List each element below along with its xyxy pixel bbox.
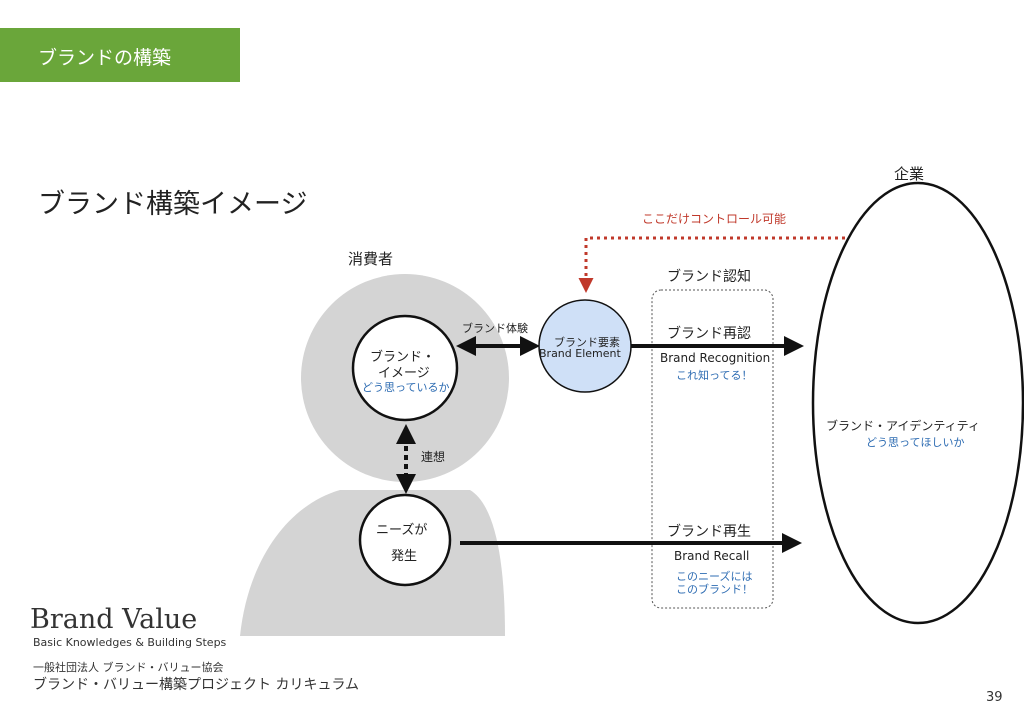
recall-sub-2: このブランド！	[676, 583, 753, 596]
brand-image-label-2: イメージ	[378, 366, 430, 381]
control-note: ここだけコントロール可能	[642, 212, 787, 226]
section-tag: ブランドの構築	[0, 28, 240, 82]
needs-circle	[358, 493, 452, 587]
brand-element-en: Brand Element	[539, 347, 621, 360]
company-ellipse	[811, 181, 1024, 625]
footer-subtitle: Basic Knowledges & Building Steps	[33, 636, 227, 649]
recognition-jp: ブランド再認	[667, 326, 751, 342]
page-title: ブランド構築イメージ	[38, 189, 308, 220]
brand-image-circle	[351, 314, 459, 422]
association-label: 連想	[421, 450, 446, 464]
recall-jp: ブランド再生	[667, 524, 751, 540]
needs-label-1: ニーズが	[376, 523, 428, 538]
brand-experience-label: ブランド体験	[462, 322, 528, 335]
footer-organization: 一般社団法人 ブランド・バリュー協会	[33, 661, 224, 674]
brand-image-label-1: ブランド・	[370, 350, 436, 365]
control-arrow	[578, 236, 845, 293]
brand-identity-sub: どう思ってほしいか	[866, 436, 965, 449]
footer-project: ブランド・バリュー構築プロジェクト カリキュラム	[33, 677, 360, 693]
brand-element-jp: ブランド要素	[554, 336, 620, 349]
brand-image-sub: どう思っているか	[362, 381, 450, 394]
brand-element-circle	[538, 299, 632, 393]
recognition-sub: これ知ってる！	[676, 369, 753, 382]
footer-brand-logo: Brand Value	[30, 604, 198, 635]
recognition-en: Brand Recognition	[660, 351, 771, 365]
page-number: 39	[986, 690, 1003, 705]
company-label: 企業	[894, 165, 925, 183]
recall-en: Brand Recall	[674, 549, 750, 563]
section-tag-label: ブランドの構築	[38, 47, 172, 69]
brand-identity-label: ブランド・アイデンティティ	[826, 419, 980, 433]
consumer-label: 消費者	[348, 250, 394, 268]
recall-sub-1: このニーズには	[676, 570, 753, 583]
brand-awareness-label: ブランド認知	[667, 269, 751, 285]
needs-label-2: 発生	[391, 549, 418, 564]
